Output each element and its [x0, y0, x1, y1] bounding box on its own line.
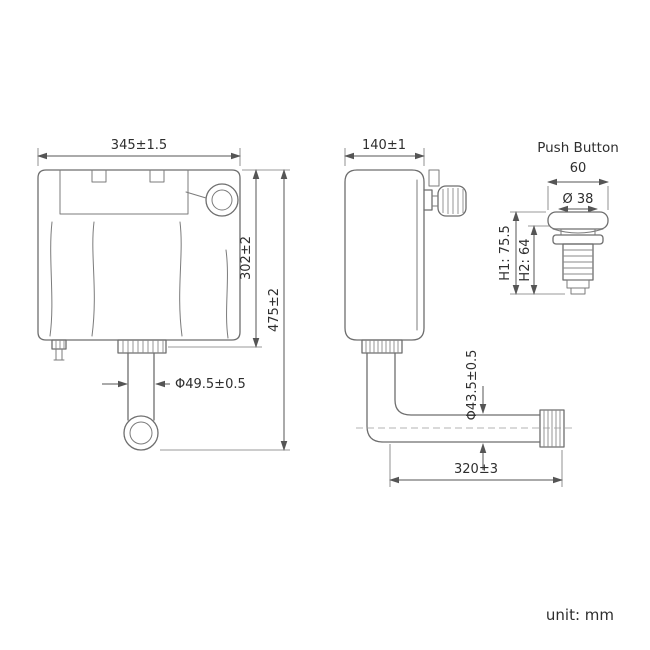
button-width-dimension: 60 — [570, 161, 587, 176]
depth-dimension: 140±1 — [362, 138, 406, 153]
outlet-flange-inner — [129, 421, 153, 445]
front-view: 345±1.5 302±2 475±2 Φ49.5±0.5 — [37, 138, 290, 451]
drain-valve-stub — [53, 348, 65, 361]
side-thread-hatch — [365, 340, 399, 353]
button-flange — [552, 234, 604, 245]
tank-rib-lines — [49, 221, 229, 339]
inlet-top-fitting — [428, 169, 440, 187]
button-clip-hook — [570, 287, 586, 295]
inlet-valve-leader-line — [185, 191, 207, 199]
elbow-pipe-inner — [394, 352, 541, 416]
inlet-valve-inner-circle — [211, 189, 233, 211]
drain-valve — [51, 339, 67, 350]
button-width-extension-lines — [547, 186, 609, 210]
outlet-flange-outer — [123, 415, 159, 451]
side-view: 140±1 Φ43.5±0.5 320±3 — [344, 138, 576, 487]
button-bottom-clip — [566, 279, 590, 289]
tank-top-recess — [59, 169, 189, 215]
outlet-diameter-dimension: Φ49.5±0.5 — [175, 377, 246, 392]
recess-tab-left — [91, 169, 107, 183]
inlet-valve-outer-circle — [205, 183, 239, 217]
tank-height-dimension: 302±2 — [239, 236, 254, 280]
inlet-knob — [437, 185, 467, 217]
inlet-bracket — [423, 189, 433, 211]
unit-label: unit: mm — [546, 606, 614, 624]
total-height-dimension: 475±2 — [267, 288, 282, 332]
recess-tab-right — [149, 169, 165, 183]
outlet-thread-collar — [117, 339, 167, 354]
button-body-threads — [563, 249, 593, 275]
button-diameter-dimension: Ø 38 — [563, 192, 594, 207]
side-thread-collar — [361, 339, 403, 354]
side-body-outline — [344, 169, 425, 341]
tank-outline — [37, 169, 241, 341]
h1-dimension: H1: 75.5 — [498, 225, 513, 281]
push-button-title: Push Button — [537, 140, 619, 156]
flush-pipe — [127, 352, 155, 421]
button-neck — [560, 228, 596, 236]
outlet-thread-hatch — [122, 340, 164, 353]
front-width-dimension: 345±1.5 — [111, 138, 167, 153]
pipe-end-hatch — [543, 410, 561, 447]
button-cap-underside — [552, 228, 604, 234]
pipe-length-dimension: 320±3 — [454, 462, 498, 477]
push-button-detail: Push Button 60 Ø 38 H1: 75.5 H2: 64 — [498, 140, 619, 295]
pipe-diameter-dimension: Φ43.5±0.5 — [465, 350, 480, 421]
h2-dimension: H2: 64 — [518, 238, 533, 281]
elbow-pipe-outer — [366, 352, 541, 443]
inlet-knob-knurling — [442, 188, 464, 214]
button-cap — [547, 211, 609, 230]
drain-valve-hatch — [55, 340, 65, 349]
inlet-connector — [431, 195, 439, 207]
